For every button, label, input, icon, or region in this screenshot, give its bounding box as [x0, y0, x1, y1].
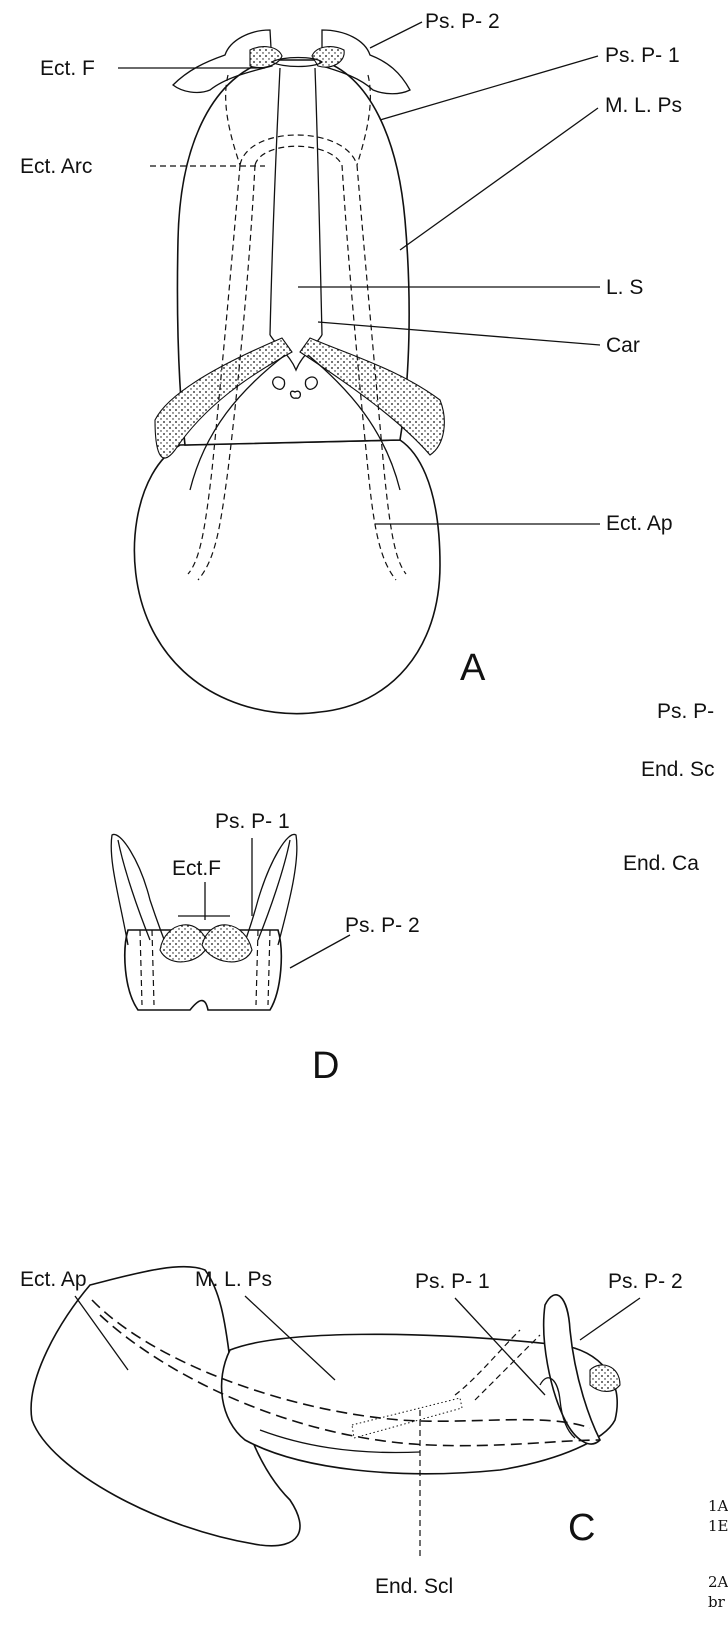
label-a-ect-ap: Ect. Ap — [606, 512, 673, 535]
caption-fragment-1: 1A — [708, 1497, 728, 1515]
caption-fragment-2: 1E — [708, 1517, 728, 1535]
panel-c-drawing — [31, 1267, 620, 1546]
label-b-ps-p: Ps. P- — [657, 700, 714, 723]
panel-d-letter: D — [312, 1045, 339, 1087]
label-c-ect-ap: Ect. Ap — [20, 1268, 87, 1291]
label-d-ps-p2: Ps. P- 2 — [345, 914, 420, 937]
panel-a-drawing — [134, 30, 444, 714]
label-a-ect-arc: Ect. Arc — [20, 155, 92, 178]
label-a-ps-p1: Ps. P- 1 — [605, 44, 680, 67]
label-b-end-sc: End. Sc — [641, 758, 715, 781]
label-d-ect-f: Ect.F — [172, 857, 221, 880]
caption-fragments: 1A 1E 2A br — [708, 1497, 728, 1611]
label-c-ps-p2: Ps. P- 2 — [608, 1270, 683, 1293]
label-a-ect-f: Ect. F — [40, 57, 95, 80]
caption-fragment-3: 2A — [708, 1573, 728, 1591]
label-c-ps-p1: Ps. P- 1 — [415, 1270, 490, 1293]
label-a-ml-ps: M. L. Ps — [605, 94, 682, 117]
label-a-car: Car — [606, 334, 640, 357]
label-b-end-ca: End. Ca — [623, 852, 699, 875]
panel-a-letter: A — [460, 647, 486, 689]
panel-b-partial-labels: Ps. P- End. Sc End. Ca — [623, 700, 715, 875]
caption-fragment-4: br — [708, 1593, 726, 1611]
label-c-end-scl: End. Scl — [375, 1575, 453, 1598]
label-a-ps-p2: Ps. P- 2 — [425, 10, 500, 33]
label-a-ls: L. S — [606, 276, 643, 299]
panel-c-letter: C — [568, 1507, 595, 1549]
label-d-ps-p1: Ps. P- 1 — [215, 810, 290, 833]
label-c-ml-ps: M. L. Ps — [195, 1268, 272, 1291]
